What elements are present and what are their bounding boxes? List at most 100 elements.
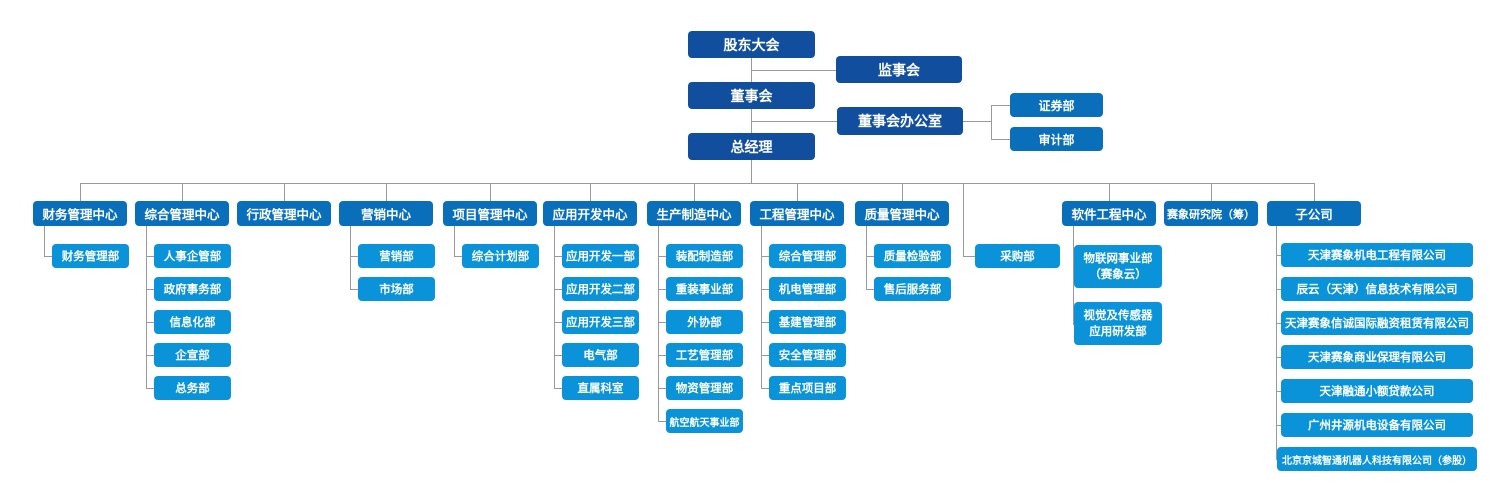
dept-node-label: 营销部 (379, 249, 414, 263)
connector-line (866, 256, 874, 257)
center-node-6: 生产制造中心 (647, 201, 741, 226)
dept-node-label: 天津融通小额贷款公司 (1319, 384, 1435, 398)
connector-line (1276, 425, 1281, 426)
connector-line (751, 70, 836, 71)
center-node-7-label: 工程管理中心 (759, 207, 835, 222)
connector-line (1276, 391, 1281, 392)
center-node-9: 软件工程中心 (1062, 201, 1156, 226)
center-node-6-label: 生产制造中心 (656, 207, 732, 222)
center-node-0: 财务管理中心 (33, 201, 127, 226)
center-node-0-label: 财务管理中心 (42, 207, 118, 222)
center-node-3: 营销中心 (339, 201, 433, 226)
dept-node: 电气部 (562, 343, 639, 367)
connector-line (182, 183, 183, 201)
dept-node-label: 财务管理部 (61, 249, 120, 263)
connector-line (80, 183, 81, 201)
center-node-7: 工程管理中心 (750, 201, 844, 226)
connector-line (284, 183, 285, 201)
dept-node-label: 重装事业部 (675, 282, 734, 296)
dept-node-label: 应用开发一部 (566, 249, 635, 263)
connector-line (694, 183, 695, 201)
center-node-11: 子公司 (1267, 201, 1361, 226)
center-node-5-label: 应用开发中心 (552, 207, 628, 222)
dept-node: 天津融通小额贷款公司 (1281, 379, 1473, 403)
connector-line (866, 289, 874, 290)
securities-dept-box-label: 证券部 (1038, 98, 1075, 113)
dept-node: 市场部 (358, 277, 435, 301)
dept-node-label: 人事企管部 (163, 249, 222, 263)
dept-node-label: 基建管理部 (778, 315, 837, 329)
connector-line (1276, 226, 1277, 459)
dept-node: 基建管理部 (769, 310, 846, 334)
connector-line (80, 183, 1314, 184)
dept-node: 北京京城智通机器人科技有限公司（参股） (1277, 447, 1477, 471)
dept-node: 财务管理部 (52, 244, 129, 268)
connector-line (454, 256, 462, 257)
general-manager-box-label: 总经理 (730, 139, 773, 156)
connector-line (761, 355, 769, 356)
dept-node: 天津赛象机电工程有限公司 (1281, 243, 1473, 267)
dept-node: 航空航天事业部 (666, 409, 743, 433)
connector-line (963, 121, 991, 122)
securities-dept-box: 证券部 (1010, 93, 1103, 117)
dept-node: 质量检验部 (874, 244, 951, 268)
dept-node-label: 机电管理部 (778, 282, 837, 296)
connector-line (1276, 357, 1281, 358)
center-node-10: 赛象研究院（筹） (1164, 201, 1258, 226)
dept-node: 天津赛象信诚国际融资租赁有限公司 (1281, 311, 1473, 335)
connector-line (590, 183, 591, 201)
connector-line (554, 256, 562, 257)
dept-node-label: 直属科室 (577, 381, 624, 395)
dept-node: 应用开发三部 (562, 310, 639, 334)
dept-node-label: 天津赛象信诚国际融资租赁有限公司 (1285, 316, 1469, 330)
dept-node-label: 信息化部 (169, 315, 216, 329)
dept-node: 直属科室 (562, 376, 639, 400)
connector-line (454, 226, 455, 256)
connector-line (554, 289, 562, 290)
dept-node-label: 售后服务部 (883, 282, 942, 296)
connector-line (797, 183, 798, 201)
dept-node-label: 安全管理部 (778, 348, 837, 362)
dept-node-label: 物资管理部 (675, 381, 734, 395)
connector-line (146, 322, 154, 323)
connector-line (386, 183, 387, 201)
dept-node: 视觉及传感器 应用研发部 (1074, 302, 1162, 345)
connector-line (963, 183, 964, 256)
center-node-1-label: 综合管理中心 (144, 207, 220, 222)
dept-node-label: 重点项目部 (778, 381, 837, 395)
dept-node-label: 总务部 (175, 381, 210, 395)
connector-line (44, 226, 45, 256)
dept-node: 信息化部 (154, 310, 231, 334)
center-node-9-label: 软件工程中心 (1071, 207, 1147, 222)
connector-line (658, 355, 666, 356)
connector-line (44, 256, 52, 257)
dept-node-label: 企宣部 (175, 348, 210, 362)
audit-dept-box-label: 审计部 (1038, 132, 1075, 147)
dept-node: 重装事业部 (666, 277, 743, 301)
dept-node: 政府事务部 (154, 277, 231, 301)
connector-line (1276, 459, 1277, 460)
dept-node-label: 辰云（天津）信息技术有限公司 (1296, 282, 1458, 296)
connector-line (146, 226, 147, 388)
connector-line (146, 256, 154, 257)
dept-node-label: 政府事务部 (163, 282, 222, 296)
connector-line (350, 256, 358, 257)
center-node-2-label: 行政管理中心 (246, 207, 322, 222)
shareholders-meeting-box: 股东大会 (688, 31, 815, 58)
connector-line (761, 289, 769, 290)
connector-line (658, 256, 666, 257)
connector-line (658, 289, 666, 290)
dept-node-label: 综合管理部 (778, 249, 837, 263)
supervisory-board-box: 监事会 (836, 56, 962, 83)
connector-line (350, 226, 351, 289)
dept-node-label: 视觉及传感器 应用研发部 (1083, 308, 1153, 338)
board-office-box: 董事会办公室 (837, 107, 963, 135)
board-office-box-label: 董事会办公室 (858, 114, 942, 130)
connector-line (658, 388, 666, 389)
center-node-4-label: 项目管理中心 (452, 207, 528, 222)
connector-line (991, 105, 1010, 106)
audit-dept-box: 审计部 (1010, 127, 1103, 151)
center-node-5: 应用开发中心 (543, 201, 637, 226)
dept-node-label: 外协部 (687, 315, 722, 329)
